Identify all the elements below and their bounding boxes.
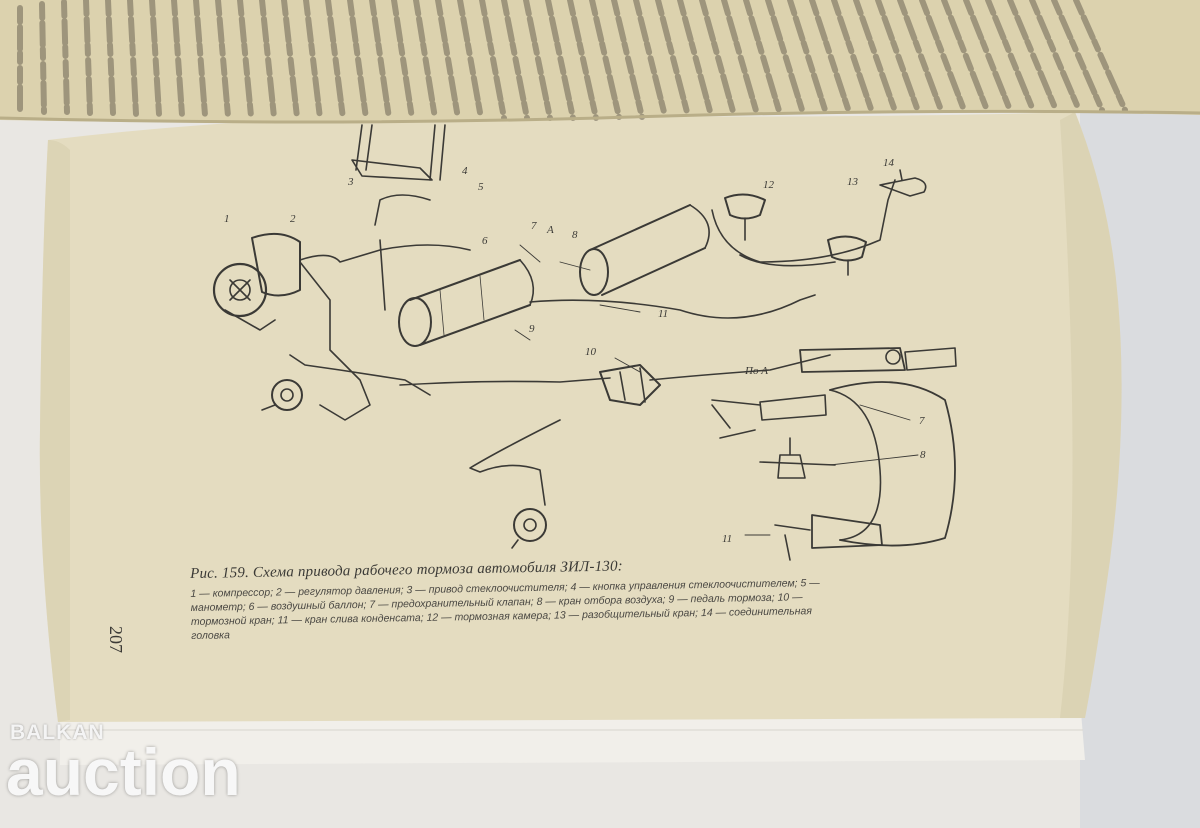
arrow-label-a: А	[546, 224, 554, 236]
callout-14: 14	[883, 157, 895, 169]
callout-8: 8	[572, 229, 578, 241]
book-page	[39, 112, 1122, 722]
inset-callout-7: 7	[919, 415, 925, 427]
callout-3: 3	[347, 176, 354, 188]
figure-caption: Рис. 159. Схема привода рабочего тормоза…	[190, 555, 831, 643]
callout-7: 7	[531, 220, 537, 232]
inset-callout-11: 11	[722, 533, 732, 545]
watermark-small: BALKAN	[10, 721, 105, 744]
inset-callout-8: 8	[920, 449, 926, 461]
callout-10: 10	[585, 346, 597, 358]
inset-label: По А	[744, 365, 768, 377]
callout-4: 4	[462, 165, 468, 177]
callout-6: 6	[482, 235, 488, 247]
callout-13: 13	[847, 176, 859, 188]
brake-system-drawing	[212, 124, 957, 561]
callout-5: 5	[478, 181, 484, 193]
callout-2: 2	[290, 213, 296, 225]
page-number: 207	[106, 626, 126, 653]
callout-11: 11	[658, 308, 668, 320]
watermark-logo: auction	[6, 735, 241, 809]
callout-9: 9	[529, 323, 535, 335]
callout-1: 1	[224, 213, 230, 225]
top-page	[0, 0, 1200, 124]
figure-legend: 1 — компрессор; 2 — регулятор давления; …	[190, 577, 820, 642]
callout-12: 12	[763, 179, 775, 191]
